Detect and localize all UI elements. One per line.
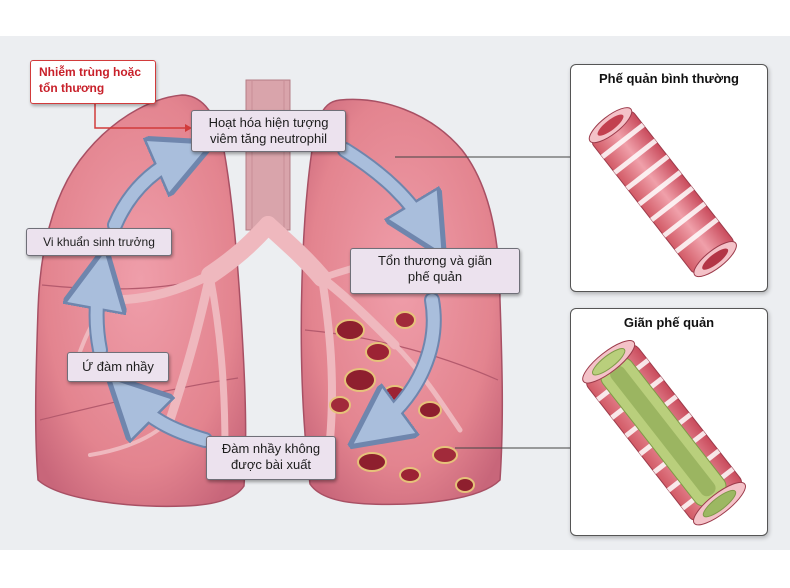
mucus-not-cleared-label: Đàm nhầy không được bài xuất: [206, 436, 336, 480]
bacteria-growth-label: Vi khuẩn sinh trưởng: [26, 228, 172, 256]
trigger-connector-arrowhead: [185, 124, 192, 132]
mucus-stasis-label: Ứ đàm nhầy: [67, 352, 169, 382]
activation-line-2: viêm tăng neutrophil: [209, 131, 328, 146]
damage-line-2: phế quản: [407, 269, 463, 284]
normal-bronchus-illustration: [588, 107, 737, 278]
normal-bronchus-panel: Phế quản bình thường: [570, 64, 768, 292]
trigger-box: Nhiễm trùng hoặc tổn thương: [30, 60, 156, 104]
bacteria-growth-line-1: Vi khuẩn sinh trưởng: [43, 235, 155, 249]
damage-line-1: Tổn thương và giãn: [377, 253, 493, 268]
activation-line-1: Hoạt hóa hiện tượng: [208, 115, 329, 130]
trachea: [245, 79, 291, 231]
cycle-arrows: [97, 150, 434, 440]
dilated-bronchus-panel: Giãn phế quản: [570, 308, 768, 536]
trigger-line-2: tổn thương: [39, 81, 105, 95]
mucus-not-cleared-line-2: được bài xuất: [230, 457, 312, 472]
activation-label: Hoạt hóa hiện tượng viêm tăng neutrophil: [191, 110, 346, 152]
trigger-connector: [94, 104, 185, 129]
mucus-stasis-line-1: Ứ đàm nhầy: [82, 359, 154, 374]
dilated-bronchus-illustration: [582, 340, 746, 526]
trigger-line-1: Nhiễm trùng hoặc: [39, 65, 142, 79]
normal-bronchus-title: Phế quản bình thường: [599, 71, 739, 86]
mucus-not-cleared-line-1: Đàm nhầy không: [221, 441, 321, 456]
dilated-bronchus-title: Giãn phế quản: [623, 315, 715, 330]
damage-label: Tổn thương và giãn phế quản: [350, 248, 520, 294]
bronchial-tree: [68, 216, 463, 457]
